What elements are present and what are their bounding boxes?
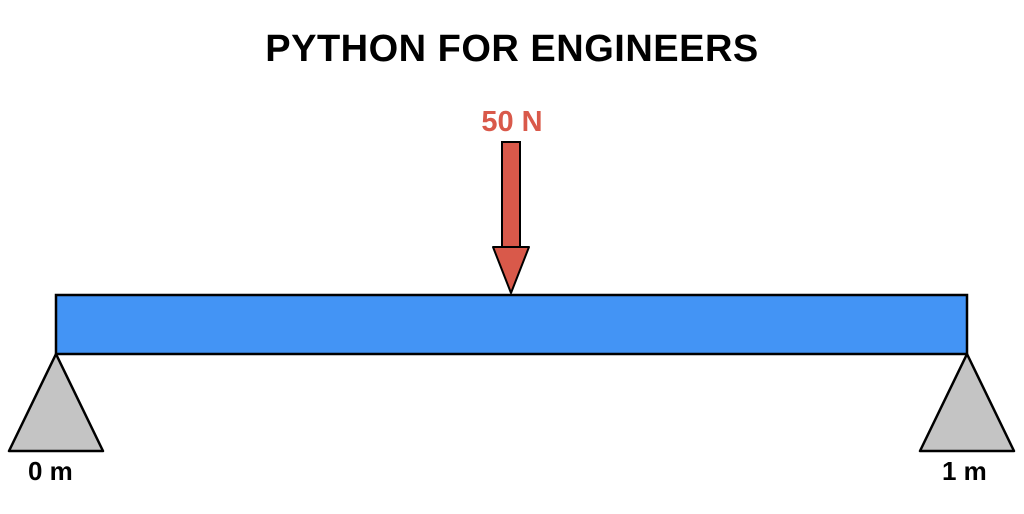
- left-support: [7, 352, 105, 453]
- load-arrow-shaft: [501, 141, 521, 249]
- right-position-label: 1 m: [942, 456, 987, 486]
- load-label: 50 N: [481, 106, 543, 138]
- diagram-title: PYTHON FOR ENGINEERS: [265, 28, 759, 70]
- load-arrow: [492, 141, 530, 294]
- left-position-label: 0 m: [28, 456, 73, 486]
- load-arrow-head: [492, 246, 530, 294]
- beam: [54, 293, 969, 356]
- right-support: [918, 352, 1016, 453]
